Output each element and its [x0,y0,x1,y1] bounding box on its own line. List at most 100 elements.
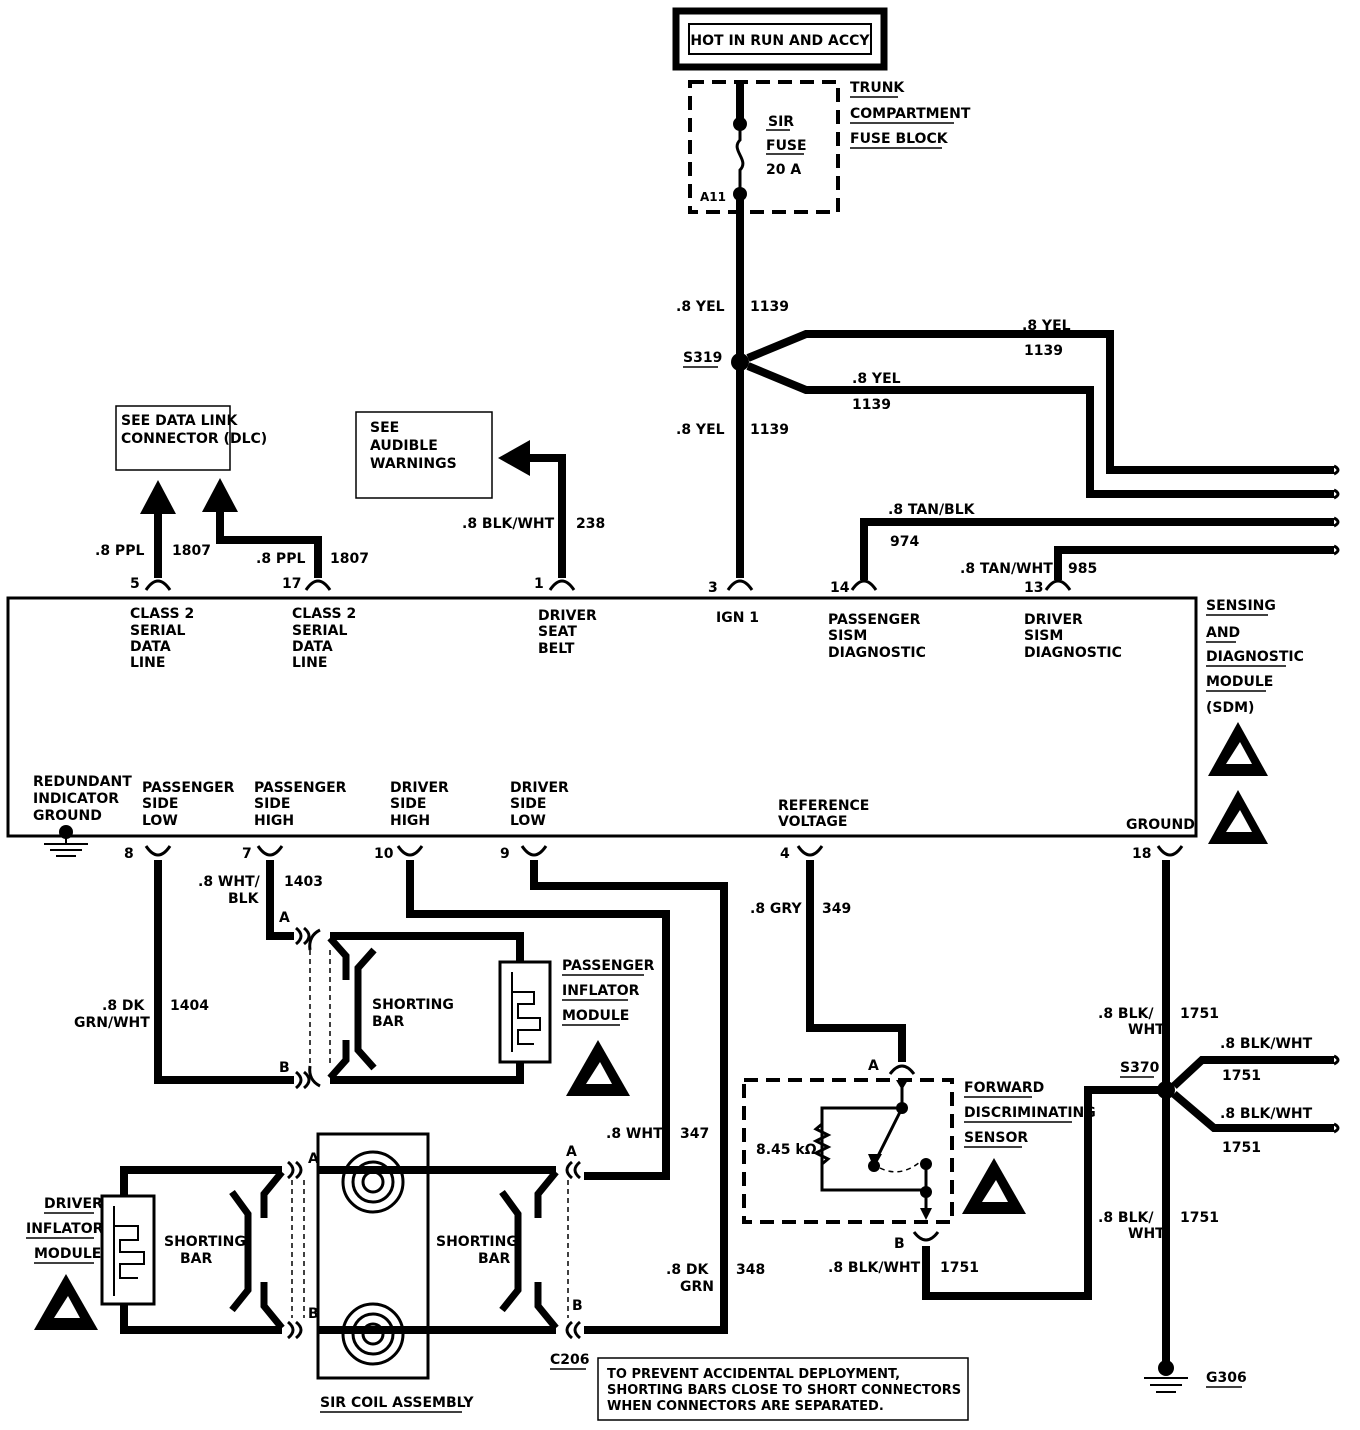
dk-grn-wht-color-1: .8 DK [102,998,146,1014]
yel-branch2-circuit: 1139 [852,397,891,413]
bottom-pin-7-l1: PASSENGER [254,780,347,796]
trunk-fuse-block: TRUNK COMPARTMENT FUSE BLOCK [688,80,971,214]
wire-blk-wht-238: .8 BLK/WHT 238 [462,440,605,578]
ppl5-circuit: 1807 [172,543,211,559]
sensor-cavity-a: A [868,1058,879,1074]
gry-circuit: 349 [822,901,851,917]
bottom-pin-10-num: 10 [374,846,394,862]
wht-347-circuit: 347 [680,1126,709,1142]
bottom-pin-8-l1: PASSENGER [142,780,235,796]
sensor-resistor: 8.45 kΩ [756,1142,817,1158]
hot-in-run-box: HOT IN RUN AND ACCY [672,7,888,71]
audible-ref-3: WARNINGS [370,456,457,472]
wire-yel-1139-main: .8 YEL 1139 S319 .8 YEL 1139 [676,194,789,578]
drv-cav-a-right: A [566,1144,577,1160]
bottom-pin-7-l2: SIDE [254,796,290,812]
gnd-lower-circuit: 1751 [1180,1210,1219,1226]
yel-branch1-color: .8 YEL [1022,318,1071,334]
drv-shorting-right-2: BAR [478,1251,511,1267]
bottom-pin-10-l1: DRIVER [390,780,449,796]
sensor-cavity-b: B [894,1236,905,1252]
esd-warning-icon [962,1158,1026,1214]
gnd-upper-color-1: .8 BLK/ [1098,1006,1154,1022]
wire-blk-wht-1751-sensor: .8 BLK/WHT 1751 [828,1086,1166,1300]
gnd-upper-circuit: 1751 [1180,1006,1219,1022]
top-pin-5-l4: LINE [130,655,165,671]
sdm-name-1: SENSING [1206,598,1276,614]
top-pin-1-l2: SEAT [538,624,577,640]
drv-cav-a-left: A [308,1151,319,1167]
redundant-ground-icon [44,825,88,857]
sdm-name-3: DIAGNOSTIC [1206,649,1304,665]
dk-grn-wht-circuit: 1404 [170,998,209,1014]
sir-fuse: SIR FUSE 20 A A11 [700,82,807,204]
sdm-top-pin-1: 1 DRIVER SEAT BELT [534,576,597,657]
splice-s370: S370 [1120,1060,1160,1076]
sensor-gnd-color: .8 BLK/WHT [828,1260,921,1276]
esd-warning-icon [566,1040,630,1096]
yel-upper-circuit: 1139 [750,299,789,315]
pass-inflator-name-3: MODULE [562,1008,629,1024]
top-pin-17-l1: CLASS 2 [292,606,356,622]
yel-upper-color: .8 YEL [676,299,725,315]
esd-warning-icon [34,1274,98,1330]
sensor-gnd-circuit: 1751 [940,1260,979,1276]
sdm-top-pin-17: 17 CLASS 2 SERIAL DATA LINE [282,576,356,671]
wire-ground-1751: .8 BLK/ WHT 1751 S370 .8 BLK/WHT 1751 .8… [1098,860,1340,1366]
drv-shorting-left-1: SHORTING [164,1234,246,1250]
note-line-3: WHEN CONNECTORS ARE SEPARATED. [607,1399,884,1414]
bottom-redundant-l1: REDUNDANT [33,774,132,790]
pass-cavity-a: A [279,910,290,926]
ppl5-color: .8 PPL [95,543,144,559]
forward-discriminating-sensor: A B 8.45 kΩ FORWARD DISCRIMINATING SENSO… [742,1058,1096,1252]
note-line-2: SHORTING BARS CLOSE TO SHORT CONNECTORS [607,1383,961,1398]
splice-s319: S319 [683,350,722,366]
dk-grn-348-color-1: .8 DK [666,1262,710,1278]
fuse-label-1: SIR [768,114,794,130]
sdm-name-5: (SDM) [1206,700,1254,716]
top-pin-14-l3: DIAGNOSTIC [828,645,926,661]
wire-ppl-1807-pin17: .8 PPL 1807 [202,478,369,578]
yel-lower-circuit: 1139 [750,422,789,438]
fuse-label-2: FUSE [766,138,807,154]
top-pin-17-l2: SERIAL [292,623,347,639]
bottom-pin-8-l2: SIDE [142,796,178,812]
top-pin-17-l4: LINE [292,655,327,671]
tan-blk-color: .8 TAN/BLK [888,502,976,518]
wire-yel-branches: .8 YEL 1139 .8 YEL 1139 [746,318,1340,500]
drv-inflator-name-2: INFLATOR [26,1221,104,1237]
blk-wht-238-color: .8 BLK/WHT [462,516,555,532]
gnd-upper-color-2: WHT [1128,1022,1165,1038]
sdm-module: SENSING AND DIAGNOSTIC MODULE (SDM) [6,596,1304,838]
sdm-name-2: AND [1206,625,1240,641]
yel-branch1-circuit: 1139 [1024,343,1063,359]
tan-blk-circuit: 974 [890,534,919,550]
passenger-inflator-module: PASSENGER INFLATOR MODULE [498,958,655,1064]
yel-branch2-color: .8 YEL [852,371,901,387]
blk-wht-238-circuit: 238 [576,516,605,532]
bottom-pin-10-l3: HIGH [390,813,430,829]
pass-inflator-name-2: INFLATOR [562,983,640,999]
top-pin-13-num: 13 [1024,580,1043,596]
tan-wht-circuit: 985 [1068,561,1097,577]
coil-name: SIR COIL ASSEMBLY [320,1395,474,1411]
gnd-branch1-color: .8 BLK/WHT [1220,1036,1313,1052]
wire-tan-wht-985: .8 TAN/WHT 985 [960,544,1340,580]
audible-ref-2: AUDIBLE [370,438,438,454]
driver-inflator-module: DRIVER INFLATOR MODULE [26,1194,156,1306]
fuse-block-label-2: COMPARTMENT [850,106,971,122]
bottom-redundant-l2: INDICATOR [33,791,119,807]
sir-coil-assembly: SIR COIL ASSEMBLY [316,1132,474,1413]
fuse-block-label-3: FUSE BLOCK [850,131,949,147]
wht-347-color: .8 WHT [606,1126,663,1142]
bottom-pin-4-l1: REFERENCE [778,798,869,814]
top-pin-17-l3: DATA [292,639,333,655]
audible-reference: SEE AUDIBLE WARNINGS [355,411,493,499]
dlc-ref-1: SEE DATA LINK [121,413,238,429]
top-pin-3-l1: IGN 1 [716,610,759,626]
sensor-name-1: FORWARD [964,1080,1044,1096]
bottom-pin-8-l3: LOW [142,813,178,829]
gnd-branch1-circuit: 1751 [1222,1068,1261,1084]
top-pin-5-l1: CLASS 2 [130,606,194,622]
